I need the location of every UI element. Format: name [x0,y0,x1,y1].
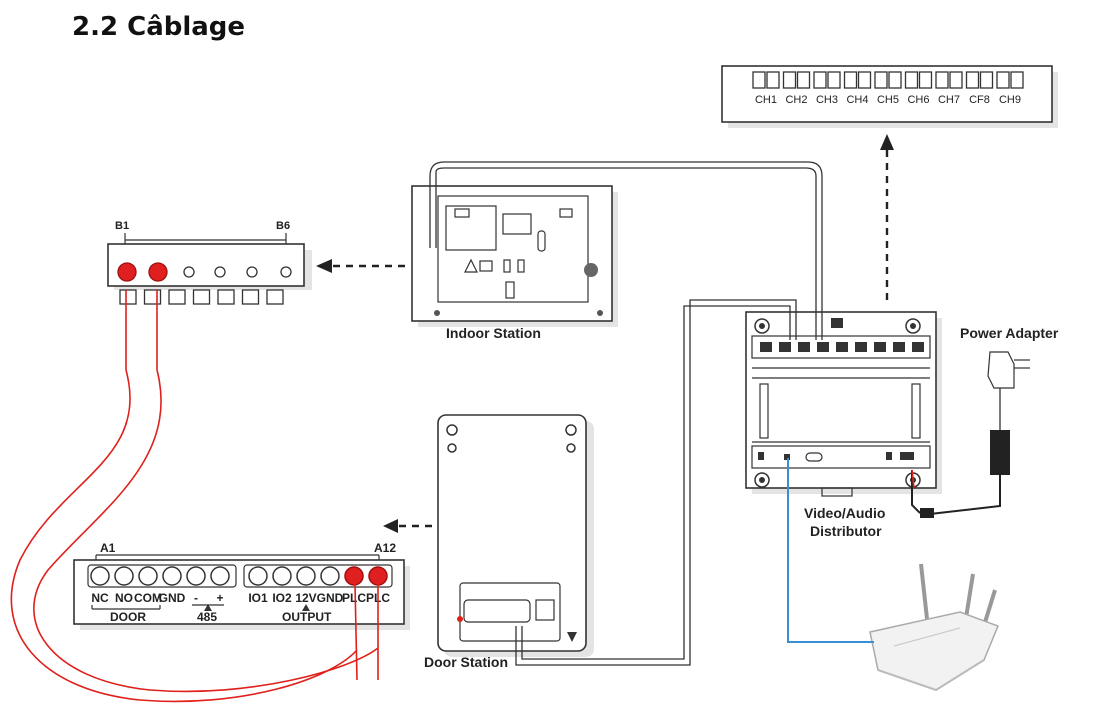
channel-slot [965,71,980,89]
connector-tooth [143,289,162,305]
terminal-pin [90,566,110,586]
terminal-label: NC [91,591,109,605]
channel-slot [1010,71,1024,89]
connector-tooth [217,289,235,305]
page-title: 2.2 Câblage [72,12,245,42]
connector-tooth [241,289,260,305]
terminal-label: + [216,591,223,605]
terminal-pin [320,566,340,586]
terminal-label: GND [159,591,186,605]
connector-pin-active [148,262,168,282]
indoor-station: Indoor Station [411,185,618,341]
channel-slot [827,71,841,89]
channel-slot [949,71,963,89]
channel-slot [918,71,933,89]
terminal-pin [296,566,316,586]
terminal-plc-active [368,566,388,586]
channel-slot [888,71,902,89]
distributor-port [893,342,905,352]
connector-pin [183,266,195,278]
distributor-port [874,342,886,352]
connector-right-label: B6 [276,220,290,232]
terminal-label: IO1 [248,591,268,605]
terminal-label: COM [134,591,162,605]
terminal-pin [248,566,268,586]
connector-pin-active [117,262,137,282]
terminal-right-label: A12 [374,541,396,555]
door-station: Door Station [424,414,594,670]
connector-pin [214,266,226,278]
connector-left-label: B1 [115,220,129,232]
channel-label: CH7 [938,94,960,106]
indoor-station-label: Indoor Station [446,325,541,341]
terminal-left-label: A1 [100,541,116,555]
connector-pin [246,266,258,278]
channel-slot [904,71,919,89]
power-adapter: Power Adapter [911,325,1059,518]
group-door-label: DOOR [110,610,146,624]
red-wires [10,290,379,703]
terminal-label: 12V [295,591,316,605]
terminal-label: NO [115,591,133,605]
power-adapter-label: Power Adapter [960,325,1059,341]
router [869,563,999,692]
distributor-port [836,342,848,352]
distributor-port [817,342,829,352]
terminal-label: - [194,591,198,605]
terminal-label: IO2 [272,591,292,605]
channel-slot [782,71,797,89]
distributor-label-line1: Video/Audio [804,505,885,521]
terminal-pin [114,566,134,586]
distributor-label-line2: Distributor [810,523,882,539]
channel-slot [979,71,994,89]
channel-label: CF8 [969,94,990,106]
channel-arrow [880,134,894,300]
connector-tooth [119,289,137,305]
terminal-label: PLC [342,591,366,605]
channel-slot [752,71,766,89]
distributor-port [760,342,772,352]
channel-slot [796,71,811,89]
channel-slot [874,71,888,89]
connector-tooth [192,289,211,305]
terminal-plc-active [344,566,364,586]
indoor-connector: B1 B6 [107,220,312,305]
distributor-port [912,342,924,352]
terminal-pin [186,566,206,586]
indoor-connector-arrow [316,259,405,273]
distributor-port [855,342,867,352]
channel-slot [813,71,827,89]
terminal-pin [162,566,182,586]
distributor-port [779,342,791,352]
distributor-port [798,342,810,352]
door-terminal-arrow [383,519,432,533]
connector-tooth [266,289,284,305]
channel-slot [857,71,872,89]
terminal-pin [272,566,292,586]
door-station-label: Door Station [424,654,508,670]
channel-label: CH1 [755,94,777,106]
terminal-label: GND [317,591,344,605]
channel-label: CH9 [999,94,1021,106]
channel-label: CH2 [785,94,807,106]
group-485-label: 485 [197,610,217,624]
channel-strip: CH1 CH2 CH3 CH4 CH5 CH6 CH7 CF8 CH9 [721,65,1058,128]
channel-label: CH3 [816,94,838,106]
channel-slot [843,71,858,89]
connector-tooth [168,289,186,305]
terminal-pin [138,566,158,586]
group-output-label: OUTPUT [282,610,332,624]
channel-label: CH4 [846,94,868,106]
channel-slot [766,71,780,89]
channel-slot [996,71,1010,89]
channel-label: CH6 [907,94,929,106]
video-audio-distributor: Video/Audio Distributor [745,311,942,539]
channel-slot [935,71,949,89]
connector-pin [280,266,292,278]
terminal-pin [210,566,230,586]
channel-label: CH5 [877,94,899,106]
cables [429,161,874,666]
